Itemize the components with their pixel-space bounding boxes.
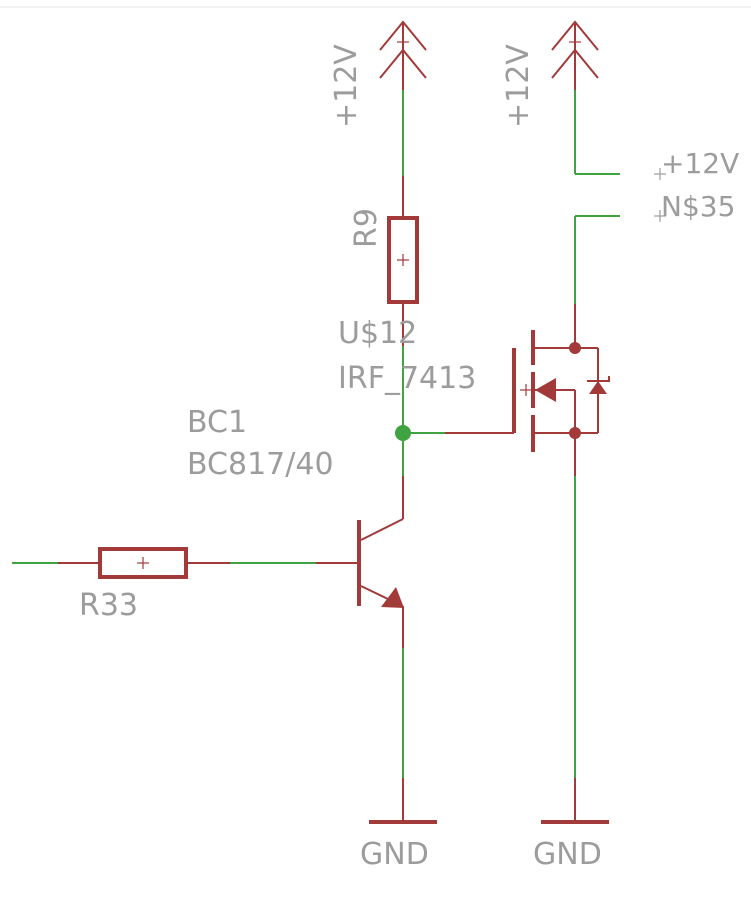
transistor-name-label: BC1	[187, 405, 247, 440]
supply-left-symbol	[379, 20, 427, 90]
transistor-bc1	[357, 518, 404, 608]
supply-right-symbol	[551, 20, 599, 90]
supply-left-label: +12V	[329, 44, 364, 128]
gnd-left-label: GND	[360, 837, 429, 872]
resistor-r33-label: R33	[79, 588, 138, 623]
mosfet-name-label: U$12	[338, 316, 417, 351]
supply-right-label: +12V	[501, 44, 536, 128]
connector-pin1-label: +12V	[661, 147, 739, 180]
gnd-right-label: GND	[533, 837, 602, 872]
mosfet-value-label: IRF_7413	[338, 361, 476, 396]
transistor-value-label: BC817/40	[187, 447, 334, 482]
resistor-r9-label: R9	[349, 208, 384, 248]
mosfet-u12	[512, 304, 610, 452]
connector-pin2-label: N$35	[661, 190, 735, 223]
